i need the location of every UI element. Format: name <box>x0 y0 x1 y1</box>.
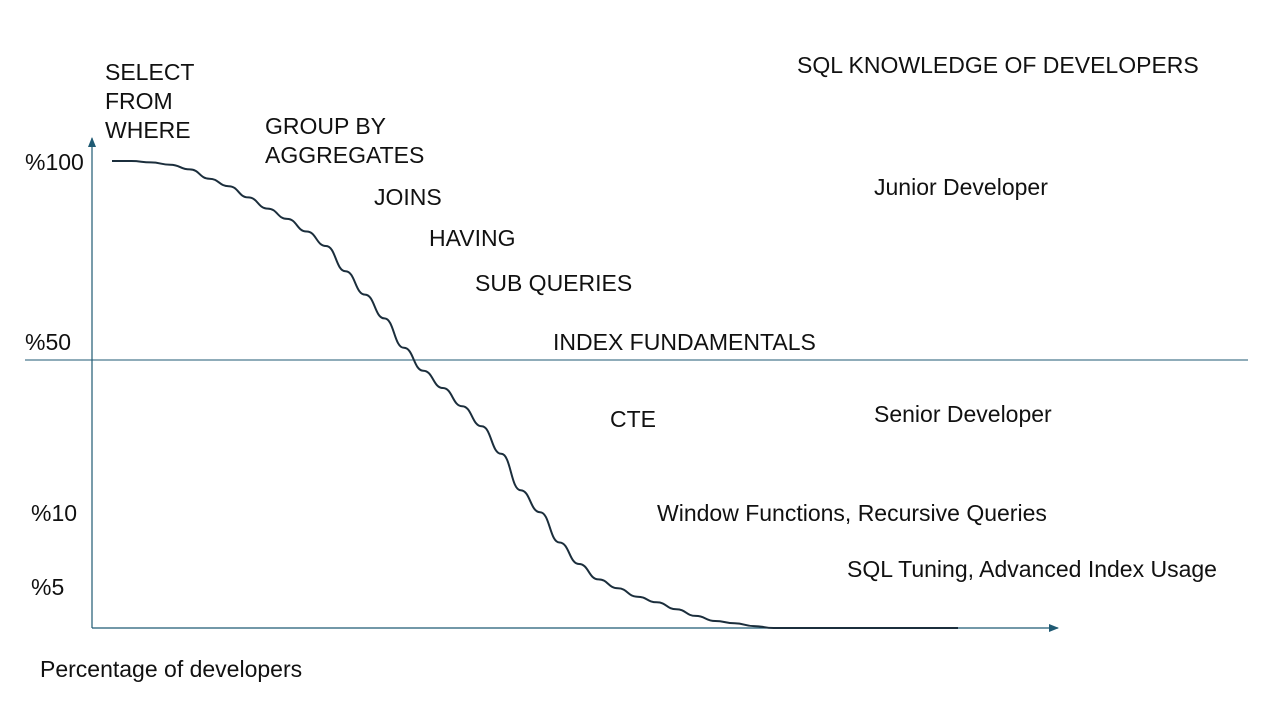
y-tick-label: %50 <box>25 329 71 355</box>
curve-annotation: SQL Tuning, Advanced Index Usage <box>847 556 1217 582</box>
y-tick-label: %5 <box>31 574 64 600</box>
x-axis-label: Percentage of developers <box>40 656 302 682</box>
curve-annotation: SUB QUERIES <box>475 270 632 296</box>
y-tick-label: %10 <box>31 500 77 526</box>
region-label: Junior Developer <box>874 174 1048 200</box>
curve-annotation: HAVING <box>429 225 515 251</box>
chart-title: SQL KNOWLEDGE OF DEVELOPERS <box>797 52 1199 78</box>
curve-annotation: CTE <box>610 406 656 432</box>
knowledge-curve <box>112 160 958 629</box>
curve-annotation: JOINS <box>374 184 442 210</box>
curve-annotation: INDEX FUNDAMENTALS <box>553 329 816 355</box>
region-label: Senior Developer <box>874 401 1052 427</box>
y-tick-label: %100 <box>25 149 84 175</box>
curve-annotation: Window Functions, Recursive Queries <box>657 500 1047 526</box>
